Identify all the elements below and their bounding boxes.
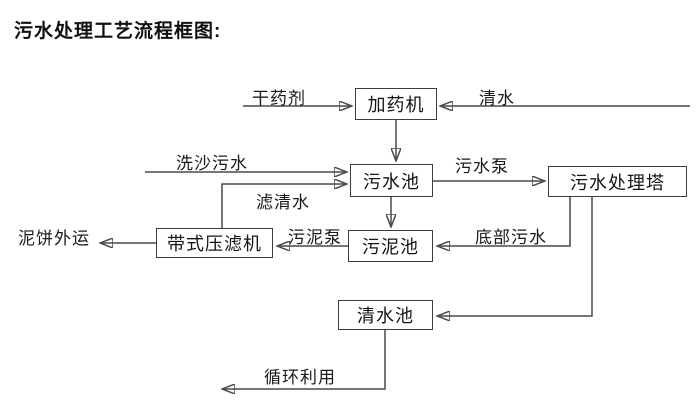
arrow-bottom-sewage-to-sludge-pool [437, 197, 571, 246]
label-sand-washing-sewage: 洗沙污水 [176, 154, 248, 173]
page-title: 污水处理工艺流程框图: [14, 21, 222, 42]
node-sewage-pool: 污水池 [350, 164, 433, 197]
node-belt-filter-press: 带式压滤机 [156, 228, 273, 258]
node-clean-water-pool: 清水池 [338, 300, 433, 330]
label-sewage-pump: 污水泵 [455, 157, 509, 176]
node-treatment-tower: 污水处理塔 [548, 166, 687, 197]
label-clean-water: 清水 [479, 89, 515, 108]
label-bottom-sewage: 底部污水 [475, 228, 547, 247]
arrow-treatment-tower-to-clean-water-pool [437, 197, 593, 316]
label-mud-cake-out: 泥饼外运 [18, 229, 90, 248]
label-filtered-water: 滤清水 [256, 193, 310, 212]
label-dry-agent: 干药剂 [252, 89, 306, 108]
label-sludge-pump: 污泥泵 [288, 228, 342, 247]
label-recycling: 循环利用 [264, 368, 336, 387]
arrow-recycling-out [222, 330, 386, 389]
arrow-filtered-water-to-sewage-pool [221, 184, 347, 228]
node-dosing-machine: 加药机 [355, 88, 437, 120]
node-sludge-pool: 污泥池 [348, 230, 433, 262]
